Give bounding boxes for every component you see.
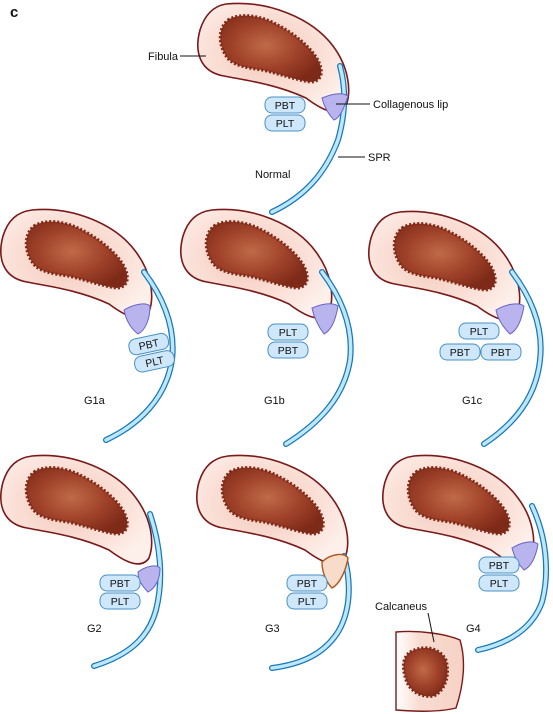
tendon-plt-label: PLT [276, 118, 295, 130]
tendon-pbt-2 [480, 343, 522, 361]
tendon-plt-label: PLT [470, 326, 489, 338]
tendon-pbt [128, 332, 170, 356]
tendon-plt-label: PLT [490, 578, 509, 590]
tendon-pbt [99, 574, 141, 592]
panel-g1c: PLT PBT PBT G1c [368, 210, 544, 447]
fibula-marrow [392, 222, 497, 292]
fibula-marrow [220, 466, 325, 536]
collagenous-lip [137, 565, 161, 593]
tendon-pbt-label: PBT [450, 347, 471, 359]
panel-label-g3: G3 [265, 623, 280, 635]
tendon-plt [286, 592, 328, 610]
tendon-plt [264, 114, 306, 132]
fibula-marrow [24, 466, 129, 536]
spr-label: SPR [368, 152, 391, 164]
spr-band-inner [284, 270, 353, 446]
panel-label-g1a: G1a [84, 395, 106, 407]
spr-band-inner [482, 270, 543, 446]
fibula-marrow [24, 220, 129, 290]
tendon-pbt-label: PBT [278, 345, 299, 357]
tendon-pbt [267, 341, 309, 359]
panel-label-g2: G2 [87, 623, 102, 635]
tendon-pbt-label: PBT [489, 560, 510, 572]
panel-g2: PBT PLT G2 [0, 454, 164, 669]
panel-g1a: PBT PLT G1a [0, 208, 176, 443]
collagenous-lip [311, 303, 339, 335]
spr-band-inner [270, 64, 347, 214]
collagenous-lip-label: Collagenous lip [373, 99, 448, 111]
tendon-plt [99, 592, 141, 610]
tendon-pbt [286, 574, 328, 592]
fibula-marrow [204, 220, 309, 290]
calcaneus-leader [427, 612, 435, 643]
tendon-pbt-label: PBT [297, 578, 318, 590]
tendon-plt-label: PLT [111, 596, 130, 608]
fibula-label: Fibula [148, 51, 179, 63]
tendon-pbt [478, 556, 520, 574]
spr-band-inner [92, 512, 162, 668]
spr-band-inner [270, 554, 351, 670]
panel-label-normal: Normal [255, 169, 290, 181]
calcaneus-marrow [401, 646, 449, 698]
panel-label-g1b: G1b [264, 395, 285, 407]
tendon-plt [478, 574, 520, 592]
collagenous-lip [495, 303, 525, 335]
panel-label-g1c: G1c [462, 395, 483, 407]
collagenous-lip [321, 93, 349, 121]
calcaneus-label: Calcaneus [375, 601, 427, 613]
tendon-pbt [439, 343, 481, 361]
panel-g4: PBT PLT G4 Calcaneus [375, 454, 550, 713]
tendon-pbt-2-label: PBT [491, 347, 512, 359]
tendon-plt [458, 322, 500, 340]
collagenous-lip [123, 303, 151, 335]
panel-g3: PBT PLT G3 [196, 454, 352, 671]
fibula-marrow [218, 14, 323, 84]
fibula-marrow [406, 466, 511, 536]
tendon-plt [134, 350, 175, 373]
panel-normal: PBT PLT Fibula Collagenous lip SPR Norma… [148, 2, 448, 215]
panel-label-g4: G4 [466, 623, 481, 635]
tendon-pbt [264, 96, 306, 114]
tendon-pbt-label: PBT [110, 578, 131, 590]
tendon-plt-label: PLT [279, 327, 298, 339]
tendon-pbt-label: PBT [275, 100, 296, 112]
panel-letter: c [10, 4, 18, 21]
tendon-pbt-label: PBT [138, 337, 161, 353]
panel-g1b: PLT PBT G1b [180, 208, 354, 447]
tendon-plt-label: PLT [298, 596, 317, 608]
tendon-plt-label: PLT [144, 354, 165, 370]
spr-band-inner [476, 504, 548, 652]
tendon-plt [267, 323, 309, 341]
